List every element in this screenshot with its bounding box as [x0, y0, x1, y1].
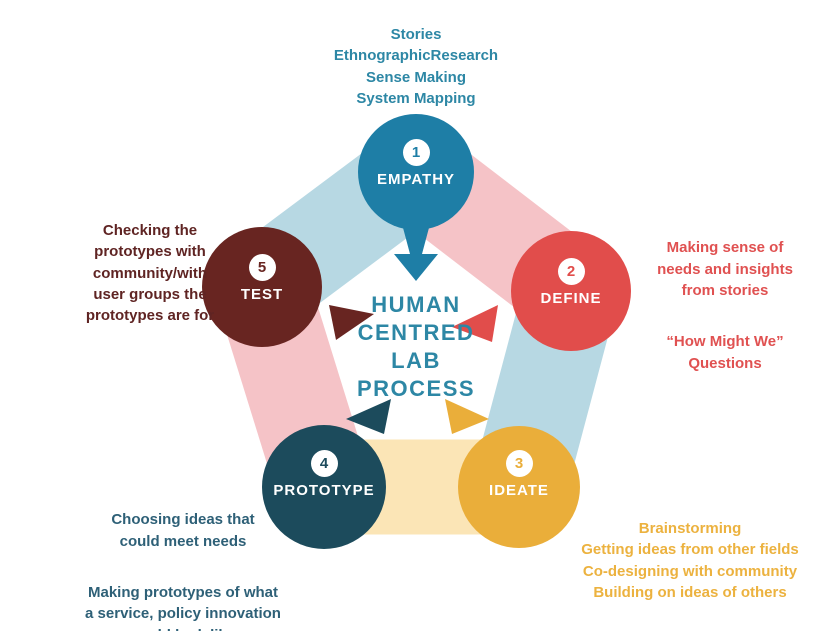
define-number-badge: 2 [557, 258, 585, 285]
stage-prototype: 4 PROTOTYPE [244, 450, 404, 530]
prototype-arrow-icon [346, 399, 391, 434]
prototype-circle [262, 425, 386, 549]
ideate-circle [458, 426, 580, 548]
prototype-number-badge: 4 [310, 450, 338, 477]
stage-test: 5 TEST [182, 254, 342, 334]
ideate-number-badge: 3 [505, 450, 533, 477]
prototype-note: Choosing ideas that could meet needs Mak… [43, 488, 323, 631]
center-title-line: PROCESS [356, 376, 476, 401]
test-label: TEST [240, 286, 284, 303]
define-note-paragraph: “How Might We” Questions [666, 333, 784, 372]
empathy-arrow-icon [394, 254, 438, 281]
empathy-circle [358, 114, 474, 230]
prototype-note-paragraph: Making prototypes of what a service, pol… [85, 584, 281, 631]
empathy-label: EMPATHY [376, 171, 456, 188]
define-note-paragraph: Making sense of needs and insights from … [657, 239, 793, 299]
center-title-line: CENTRED [357, 320, 475, 345]
empathy-number-badge: 1 [402, 139, 430, 166]
stage-empathy: 1 EMPATHY [336, 139, 496, 219]
ideate-note: Brainstorming Getting ideas from other f… [581, 520, 799, 601]
prototype-note-paragraph: Choosing ideas that could meet needs [111, 511, 255, 550]
define-label: DEFINE [540, 290, 602, 307]
center-title: HUMAN CENTRED LAB PROCESS [316, 291, 516, 403]
empathy-wedge [402, 224, 430, 254]
prototype-label: PROTOTYPE [273, 482, 375, 499]
test-note: Checking the prototypes with community/w… [85, 222, 215, 325]
ideate-label: IDEATE [489, 482, 549, 499]
define-circle [511, 231, 631, 351]
define-note: Making sense of needs and insights from … [622, 216, 828, 395]
define-arrow-icon [452, 305, 498, 342]
empathy-methods-note: Stories EthnographicResearch Sense Makin… [333, 26, 499, 107]
ideate-arrow-icon [445, 399, 489, 434]
test-circle [202, 227, 322, 347]
stage-define: 2 DEFINE [491, 258, 651, 338]
center-title-line: HUMAN [371, 292, 461, 317]
stage-ideate: 3 IDEATE [439, 450, 599, 530]
center-title-line: LAB [391, 348, 441, 373]
test-arrow-icon [329, 305, 374, 340]
test-number-badge: 5 [248, 254, 276, 281]
